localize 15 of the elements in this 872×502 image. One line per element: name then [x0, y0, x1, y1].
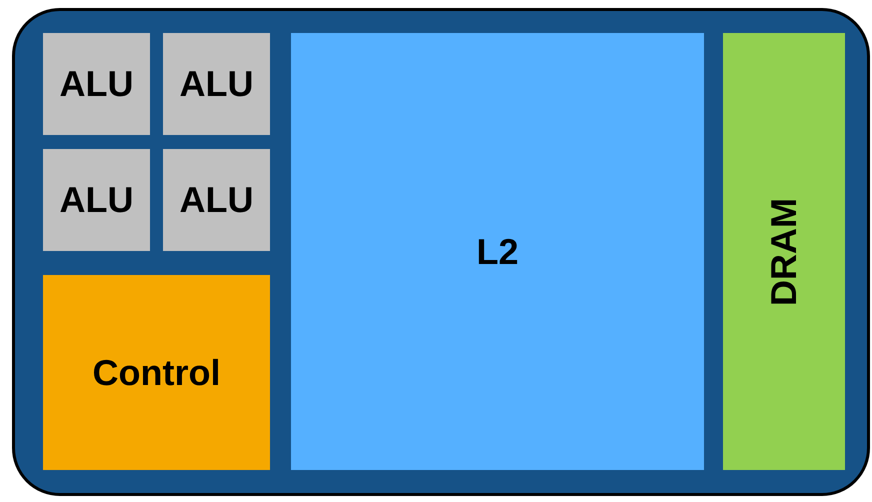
- alu-block: [43, 33, 150, 135]
- alu-block: [163, 149, 270, 251]
- block-label: L2: [476, 234, 518, 270]
- memory-block: [723, 33, 845, 470]
- block-label: DRAM: [766, 198, 802, 306]
- block-label: ALU: [60, 66, 134, 102]
- control-block: [43, 275, 270, 470]
- alu-block: [43, 149, 150, 251]
- block-label: ALU: [180, 66, 254, 102]
- block-label: Control: [92, 354, 220, 390]
- cache-block: [291, 33, 704, 470]
- alu-block: [163, 33, 270, 135]
- block-label: ALU: [180, 182, 254, 218]
- chip-outline: [12, 8, 870, 496]
- block-label: ALU: [60, 182, 134, 218]
